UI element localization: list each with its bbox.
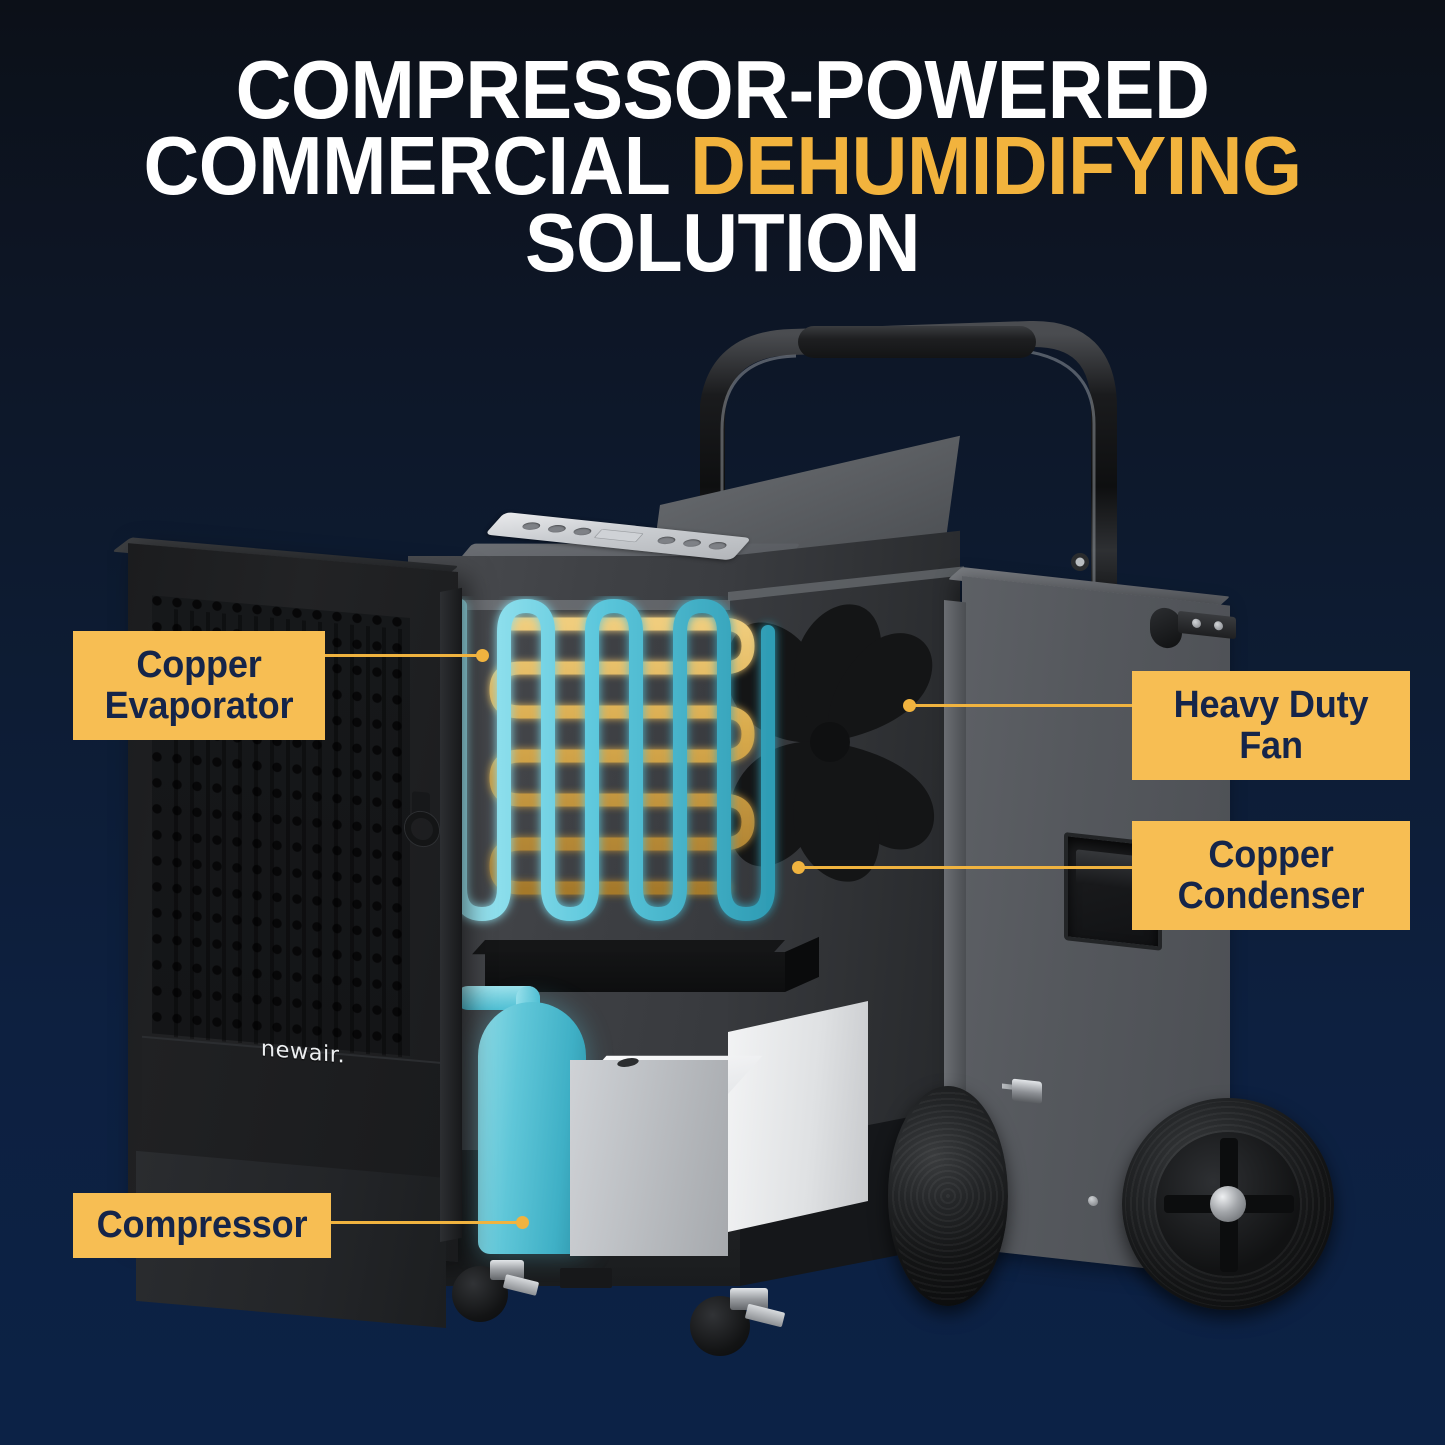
- panel-screw-1: [1088, 1195, 1098, 1207]
- copper-evaporator-coil: [453, 598, 775, 922]
- wheel-axle-nut: [1210, 1186, 1246, 1222]
- front-wheel: [1122, 1098, 1334, 1310]
- tank-latch: [560, 1268, 612, 1288]
- title-line-1: COMPRESSOR-POWERED: [235, 43, 1210, 136]
- callout-compressor[interactable]: Compressor: [73, 1193, 331, 1258]
- connector-heavy-duty-fan: [912, 704, 1158, 707]
- callout-copper-condenser[interactable]: Copper Condenser: [1132, 821, 1410, 931]
- copper-condenser-coil: [489, 617, 755, 895]
- bracket-screw-1: [1192, 618, 1201, 629]
- connector-compressor: [330, 1221, 522, 1224]
- rear-wheel-tread: [891, 1089, 1005, 1303]
- callout-compressor-line1: Compressor: [96, 1204, 308, 1246]
- callout-heavy-duty-fan[interactable]: Heavy Duty Fan: [1132, 671, 1410, 781]
- water-tank-side: [728, 1000, 868, 1232]
- drain-fitting: [1012, 1078, 1042, 1104]
- title-line-3: SOLUTION: [524, 195, 921, 289]
- control-button-6[interactable]: [706, 541, 730, 551]
- internal-shelf-front: [485, 952, 785, 992]
- title-line-2-highlight: DEHUMIDIFYING: [690, 119, 1302, 213]
- wheel-spoke-4: [1238, 1195, 1294, 1213]
- connector-copper-condenser: [800, 866, 1140, 869]
- pull-handle-icon: [700, 320, 1117, 612]
- connector-copper-evaporator: [322, 654, 482, 657]
- heavy-duty-fan-icon: [726, 604, 935, 882]
- compressor-body: [478, 1002, 586, 1254]
- water-tank-front: [570, 1060, 728, 1256]
- connector-dot-heavy-duty-fan: [903, 699, 916, 712]
- caster-left-brake: [502, 1274, 540, 1296]
- caster-right-fork: [730, 1288, 768, 1310]
- control-button-3[interactable]: [570, 527, 594, 537]
- page-title: COMPRESSOR-POWERED COMMERCIAL DEHUMIDIFY…: [0, 43, 1445, 289]
- caster-left-fork: [490, 1260, 524, 1280]
- control-button-4[interactable]: [654, 535, 678, 545]
- callout-copper-condenser-line1: Copper: [1208, 834, 1334, 876]
- drain-port: [1002, 1075, 1048, 1106]
- wheel-spoke-3: [1164, 1195, 1220, 1213]
- control-display: [593, 528, 644, 543]
- callout-copper-condenser-line2: Condenser: [1177, 874, 1365, 917]
- coil-assembly: [453, 598, 775, 922]
- connector-dot-compressor: [516, 1216, 529, 1229]
- door-inner-edge: [440, 587, 462, 1242]
- callout-copper-evaporator-line2: Evaporator: [104, 684, 294, 727]
- title-line-2: COMMERCIAL DEHUMIDIFYING: [51, 124, 1395, 207]
- caster-right-brake: [744, 1303, 786, 1328]
- rear-wheel: [888, 1086, 1008, 1306]
- caster-left: [452, 1258, 542, 1348]
- connector-dot-copper-condenser: [792, 861, 805, 874]
- callout-heavy-duty-fan-line1: Heavy Duty: [1173, 684, 1369, 726]
- caster-right: [690, 1288, 790, 1378]
- control-button-5[interactable]: [680, 538, 704, 548]
- control-button-2[interactable]: [545, 524, 569, 534]
- wheel-spoke-2: [1220, 1216, 1238, 1272]
- title-line-2-plain: COMMERCIAL: [143, 119, 691, 213]
- callout-copper-evaporator[interactable]: Copper Evaporator: [73, 631, 325, 741]
- connector-dot-copper-evaporator: [476, 649, 489, 662]
- cabinet-top-edge: [408, 600, 730, 610]
- wheel-spoke-1: [1220, 1138, 1238, 1194]
- callout-copper-evaporator-line1: Copper: [136, 644, 262, 686]
- control-button-1[interactable]: [519, 521, 543, 531]
- bracket-screw-2: [1214, 620, 1223, 631]
- callout-heavy-duty-fan-line2: Fan: [1239, 724, 1303, 767]
